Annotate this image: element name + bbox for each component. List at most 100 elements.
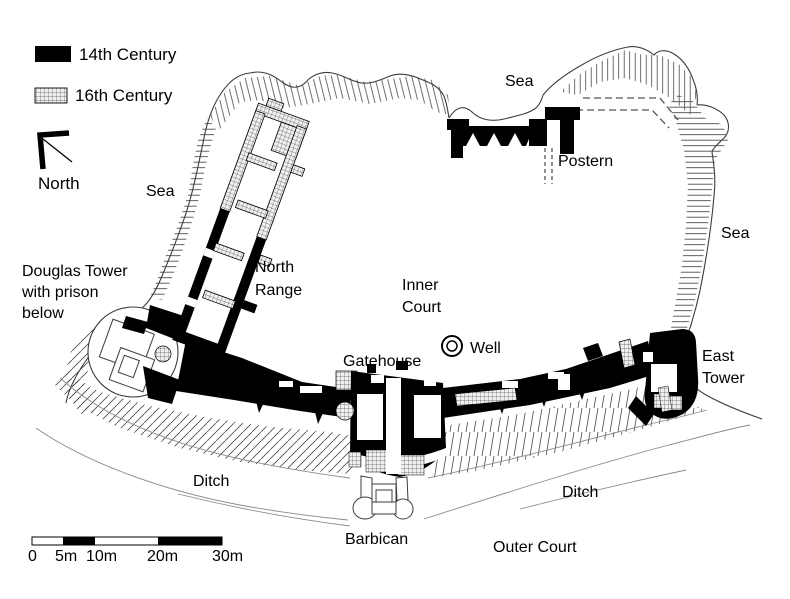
north-arrow: North [37, 130, 80, 193]
coast-right-lobe [696, 104, 730, 153]
barbican-east-leg [395, 476, 409, 502]
scale-tick-20m: 20m [147, 548, 178, 565]
east-curtain-wall [443, 338, 656, 418]
north-arrow-head [37, 130, 70, 170]
place-labels: Sea Sea Sea Postern Douglas Tower with p… [21, 73, 750, 556]
label-sea-right: Sea [721, 225, 750, 242]
north-range [172, 97, 310, 357]
barbican [352, 475, 414, 520]
coast-top [249, 71, 450, 119]
east-curtain-slot-1 [502, 381, 518, 388]
scale-bar: 0 5m 10m 20m 30m [28, 536, 243, 565]
hachure-band-left-coast [150, 118, 216, 300]
gatehouse-chimney-1 [367, 364, 376, 373]
east-curtain-slot-2 [548, 372, 564, 379]
gatehouse-slot-1 [371, 375, 384, 383]
west-outer-court-curve [177, 493, 351, 527]
east-curtain-16c-pier [618, 338, 636, 369]
postern-wall [447, 107, 580, 158]
east-curtain-16c-band [454, 387, 518, 407]
douglas-hatched-turret [154, 345, 172, 363]
east-curtain-gap [558, 374, 570, 390]
scale-tick-30m: 30m [212, 548, 243, 565]
gatehouse-round-turret [335, 401, 355, 421]
west-curtain-slot-1 [279, 381, 293, 387]
gatehouse-slot-2 [424, 378, 436, 386]
label-gatehouse: Gatehouse [343, 353, 421, 370]
douglas-stair-cell [117, 354, 141, 379]
gatehouse-west-room [357, 394, 383, 440]
west-ditch-outer-curve [35, 427, 349, 521]
west-ditch-inner-curve [59, 377, 351, 479]
east-curtain-pier [583, 343, 603, 361]
coast-headland [542, 46, 698, 106]
east-tower-door [643, 352, 653, 362]
hachure-band-headland [560, 50, 697, 115]
gatehouse [335, 361, 446, 477]
range-nw-door-2 [185, 296, 198, 308]
east-tower-spur [628, 396, 654, 426]
ditch-curves [35, 377, 751, 527]
label-inner-court-line1: Inner [402, 277, 439, 294]
scale-tick-0: 0 [28, 548, 37, 565]
postern-step [529, 119, 547, 146]
coast-left [141, 72, 251, 309]
hachure-band-west-ditch [55, 372, 352, 474]
north-arrow-label: North [38, 174, 80, 193]
legend-label-16th: 16th Century [75, 86, 173, 105]
east-curtain-buttresses [498, 388, 586, 414]
postern-gate-side [560, 107, 574, 154]
label-east-tower-line1: East [702, 348, 735, 365]
douglas-tower [87, 305, 190, 404]
label-north-range-line1: North [255, 259, 294, 276]
east-tower-16c-patches [653, 385, 683, 413]
scale-bar-segment-5-10 [63, 537, 95, 545]
label-barbican: Barbican [345, 531, 408, 548]
label-douglas-line1: Douglas Tower [22, 263, 128, 280]
north-arrow-shaft [42, 138, 73, 163]
range-nw-door-1 [203, 247, 216, 259]
douglas-top-wall [122, 316, 148, 334]
legend: 14th Century 16th Century [34, 45, 177, 105]
coastline [65, 46, 763, 420]
postern-west-cap [447, 119, 469, 130]
barbican-west-leg [360, 475, 373, 501]
scale-tick-5m: 5m [55, 548, 77, 565]
scale-tick-10m: 10m [86, 548, 117, 565]
label-inner-court-line2: Court [402, 299, 442, 316]
label-ditch-west: Ditch [193, 473, 229, 490]
label-east-tower-line2: Tower [702, 370, 745, 387]
well-symbol [441, 335, 463, 357]
barbican-cross-passage [371, 501, 397, 515]
range-court-stub [241, 300, 258, 314]
gatehouse-passage [386, 378, 401, 474]
range-end-wall [254, 102, 310, 132]
gatehouse-apron-16c-patches [348, 449, 425, 476]
gatehouse-east-room [414, 395, 441, 438]
dashed-postern-passage [544, 148, 553, 184]
range-cross-walls [202, 152, 306, 310]
legend-swatch-14th [35, 46, 71, 62]
legend-label-14th: 14th Century [79, 45, 177, 64]
label-douglas-line2: with prison [21, 284, 98, 301]
range-se-wall-14c [214, 236, 267, 357]
west-curtain-buttresses [256, 401, 323, 424]
west-curtain-slot-2 [300, 386, 322, 393]
east-tower [628, 329, 699, 426]
range-end-stub [265, 97, 285, 112]
dashed-footing-inner [576, 109, 670, 129]
label-outer-court: Outer Court [493, 539, 577, 556]
dashed-footing-outer [583, 97, 679, 121]
range-nw-wall-14c [173, 208, 230, 342]
label-well: Well [470, 340, 501, 357]
label-postern: Postern [558, 153, 613, 170]
hachure-band-top-coast [210, 75, 450, 132]
label-douglas-line3: below [22, 305, 64, 322]
label-sea-top: Sea [505, 73, 534, 90]
scale-bar-segment-20-30 [158, 537, 222, 545]
legend-swatch-16th [34, 87, 68, 104]
coast-cove [448, 94, 544, 121]
east-outer-court-curve [519, 469, 687, 510]
